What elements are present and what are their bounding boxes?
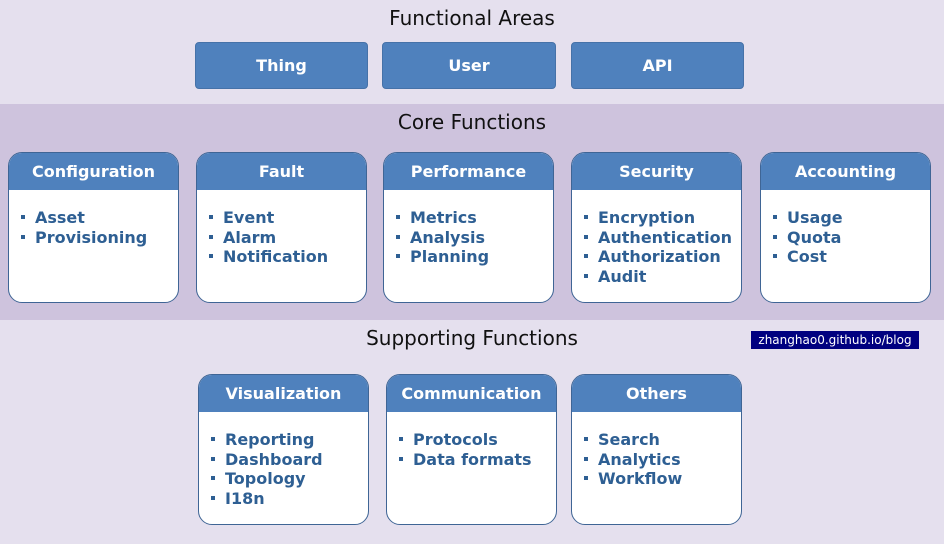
bullet-icon xyxy=(773,234,777,239)
card-list: Event Alarm Notification xyxy=(197,190,366,267)
bullet-icon xyxy=(584,437,588,441)
bullet-icon xyxy=(211,476,215,480)
bullet-icon xyxy=(211,495,215,500)
list-item: Usage xyxy=(771,208,930,228)
list-item: Notification xyxy=(207,247,366,267)
card-title: Others xyxy=(572,375,741,412)
bullet-icon xyxy=(396,215,400,219)
bullet-icon xyxy=(209,254,213,258)
list-item: Topology xyxy=(209,469,368,489)
bullet-icon xyxy=(396,254,400,258)
list-item: Audit xyxy=(582,267,741,287)
list-item: Data formats xyxy=(397,450,556,470)
card-title: Communication xyxy=(387,375,556,412)
card-list: Search Analytics Workflow xyxy=(572,412,741,489)
card-title: Accounting xyxy=(761,153,930,190)
card-list: Metrics Analysis Planning xyxy=(384,190,553,267)
bullet-icon xyxy=(396,234,400,239)
list-item: Protocols xyxy=(397,430,556,450)
card-list: Reporting Dashboard Topology I18n xyxy=(199,412,368,508)
bullet-icon xyxy=(584,476,588,480)
card-fault: Fault Event Alarm Notification xyxy=(196,152,367,303)
list-item: Planning xyxy=(394,247,553,267)
supporting-functions-title: Supporting Functions xyxy=(366,326,578,350)
list-item: Provisioning xyxy=(19,228,178,248)
card-communication: Communication Protocols Data formats xyxy=(386,374,557,525)
list-item: Dashboard xyxy=(209,450,368,470)
area-user: User xyxy=(382,42,556,89)
bullet-icon xyxy=(209,215,213,219)
bullet-icon xyxy=(584,273,588,278)
functional-areas-title: Functional Areas xyxy=(389,6,555,30)
card-visualization: Visualization Reporting Dashboard Topolo… xyxy=(198,374,369,525)
list-item: Analytics xyxy=(582,450,741,470)
card-title: Performance xyxy=(384,153,553,190)
list-item: Search xyxy=(582,430,741,450)
bullet-icon xyxy=(399,456,403,461)
watermark-label: zhanghao0.github.io/blog xyxy=(751,331,919,349)
bullet-icon xyxy=(211,456,215,461)
list-item: Asset xyxy=(19,208,178,228)
card-list: Encryption Authentication Authorization … xyxy=(572,190,741,286)
list-item: Event xyxy=(207,208,366,228)
card-list: Usage Quota Cost xyxy=(761,190,930,267)
bullet-icon xyxy=(584,254,588,258)
card-list: Asset Provisioning xyxy=(9,190,178,247)
list-item: Authorization xyxy=(582,247,741,267)
card-title: Configuration xyxy=(9,153,178,190)
bullet-icon xyxy=(584,215,588,219)
core-functions-title: Core Functions xyxy=(397,110,547,134)
list-item: I18n xyxy=(209,489,368,509)
bullet-icon xyxy=(21,234,25,239)
bullet-icon xyxy=(584,234,588,239)
bullet-icon xyxy=(773,254,777,258)
bullet-icon xyxy=(209,234,213,239)
card-others: Others Search Analytics Workflow xyxy=(571,374,742,525)
list-item: Analysis xyxy=(394,228,553,248)
list-item: Authentication xyxy=(582,228,741,248)
area-thing: Thing xyxy=(195,42,368,89)
list-item: Metrics xyxy=(394,208,553,228)
card-accounting: Accounting Usage Quota Cost xyxy=(760,152,931,303)
bullet-icon xyxy=(211,437,215,441)
bullet-icon xyxy=(773,215,777,219)
list-item: Workflow xyxy=(582,469,741,489)
list-item: Reporting xyxy=(209,430,368,450)
card-title: Fault xyxy=(197,153,366,190)
card-title: Security xyxy=(572,153,741,190)
card-configuration: Configuration Asset Provisioning xyxy=(8,152,179,303)
list-item: Quota xyxy=(771,228,930,248)
card-list: Protocols Data formats xyxy=(387,412,556,469)
bullet-icon xyxy=(584,456,588,461)
card-performance: Performance Metrics Analysis Planning xyxy=(383,152,554,303)
list-item: Alarm xyxy=(207,228,366,248)
list-item: Encryption xyxy=(582,208,741,228)
list-item: Cost xyxy=(771,247,930,267)
card-security: Security Encryption Authentication Autho… xyxy=(571,152,742,303)
card-title: Visualization xyxy=(199,375,368,412)
bullet-icon xyxy=(399,437,403,441)
area-api: API xyxy=(571,42,744,89)
bullet-icon xyxy=(21,215,25,219)
